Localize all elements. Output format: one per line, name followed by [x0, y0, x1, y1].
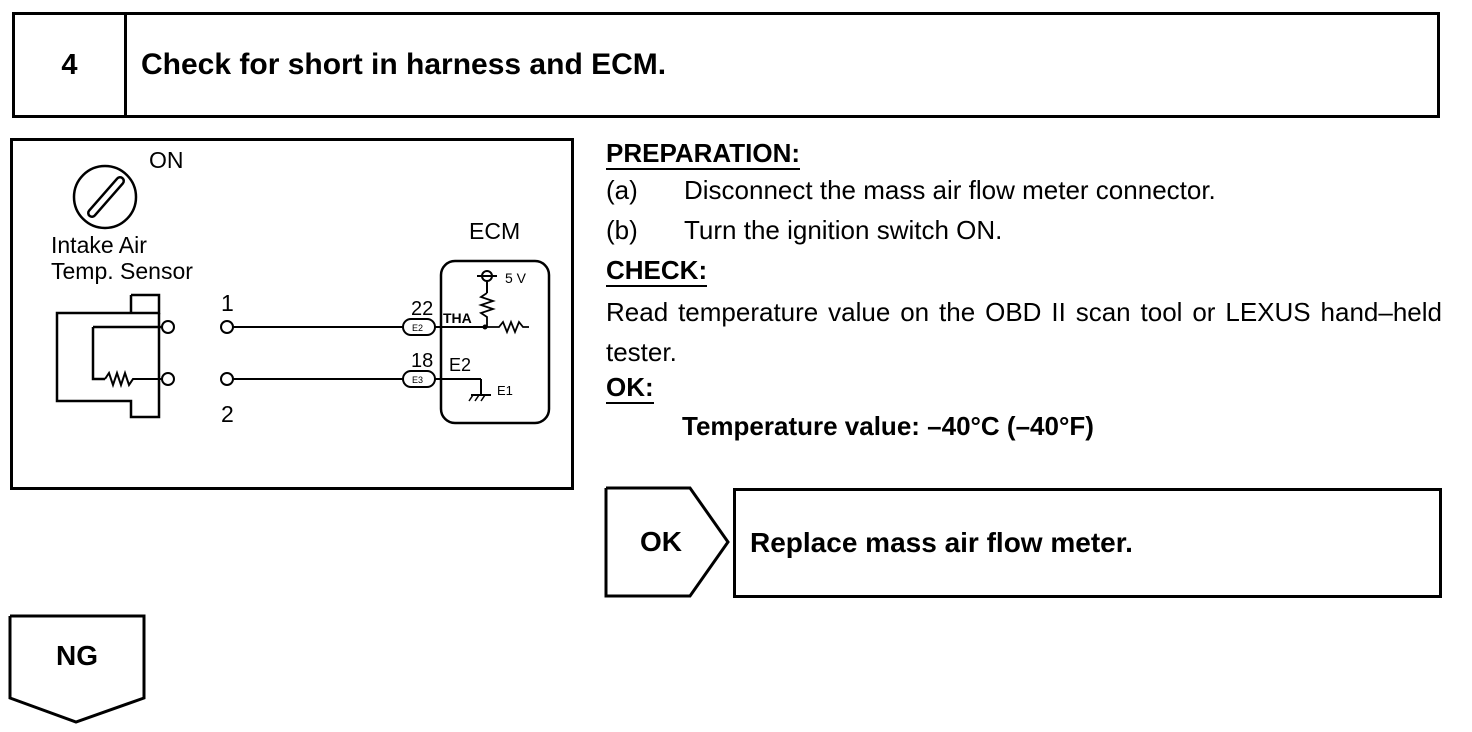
ok-action-text: Replace mass air flow meter.: [750, 527, 1133, 558]
ok-arrow-box: [604, 486, 730, 598]
ignition-switch-icon: [72, 164, 138, 230]
ok-value: Temperature value: –40°C (–40°F): [682, 411, 1094, 441]
step-b-letter: (b): [606, 215, 638, 245]
sensor-connector-icon: [55, 293, 175, 419]
connector-e2-label: E2: [412, 323, 423, 333]
harness-terminal-2: [220, 372, 234, 386]
connector-e3-label: E3: [412, 375, 423, 385]
voltage-label: 5 V: [505, 270, 527, 286]
signal-tha-label: THA: [443, 310, 472, 326]
step-header: 4 Check for short in harness and ECM.: [12, 12, 1440, 118]
sensor-label-line1: Intake Air: [51, 232, 147, 258]
step-b-text: Turn the ignition switch ON.: [684, 215, 1003, 245]
internal-resistor-icon: [485, 319, 529, 335]
sensor-label-line2: Temp. Sensor: [51, 258, 193, 284]
signal-e1-label: E1: [497, 383, 513, 398]
switch-on-label: ON: [149, 147, 184, 173]
preparation-step-a: (a) Disconnect the mass air flow meter co…: [606, 175, 1216, 205]
ecm-label: ECM: [469, 218, 520, 244]
harness-terminal-1: [220, 320, 234, 334]
step-a-letter: (a): [606, 175, 638, 205]
preparation-heading: PREPARATION:: [606, 138, 801, 170]
step-number: 4: [15, 15, 127, 115]
preparation-step-b: (b) Turn the ignition switch ON.: [606, 215, 1002, 245]
ok-result-label: OK: [640, 526, 682, 557]
wiring-diagram-svg: ON Intake Air Temp. Sensor 1 2 ECM 22 18: [51, 147, 551, 427]
pullup-resistor-icon: [477, 270, 497, 327]
terminal-1-label: 1: [221, 290, 234, 316]
pin-18-label: 18: [411, 350, 433, 372]
ok-action-box: Replace mass air flow meter.: [733, 488, 1442, 598]
ground-icon: [468, 394, 491, 402]
terminal-2-label: 2: [221, 401, 234, 427]
pin-22-label: 22: [411, 298, 433, 320]
check-heading: CHECK:: [606, 255, 708, 287]
ok-heading: OK:: [606, 372, 654, 404]
ecm-box: [439, 259, 551, 425]
wiring-diagram: ON Intake Air Temp. Sensor 1 2 ECM 22 18: [10, 138, 574, 490]
signal-e2-label: E2: [449, 355, 471, 375]
ng-result-label: NG: [56, 640, 98, 671]
step-title: Check for short in harness and ECM.: [141, 48, 667, 81]
step-a-text: Disconnect the mass air flow meter conne…: [684, 175, 1216, 205]
check-text: Read temperature value on the OBD II sca…: [606, 297, 1442, 367]
ng-arrow-box: [8, 614, 146, 724]
